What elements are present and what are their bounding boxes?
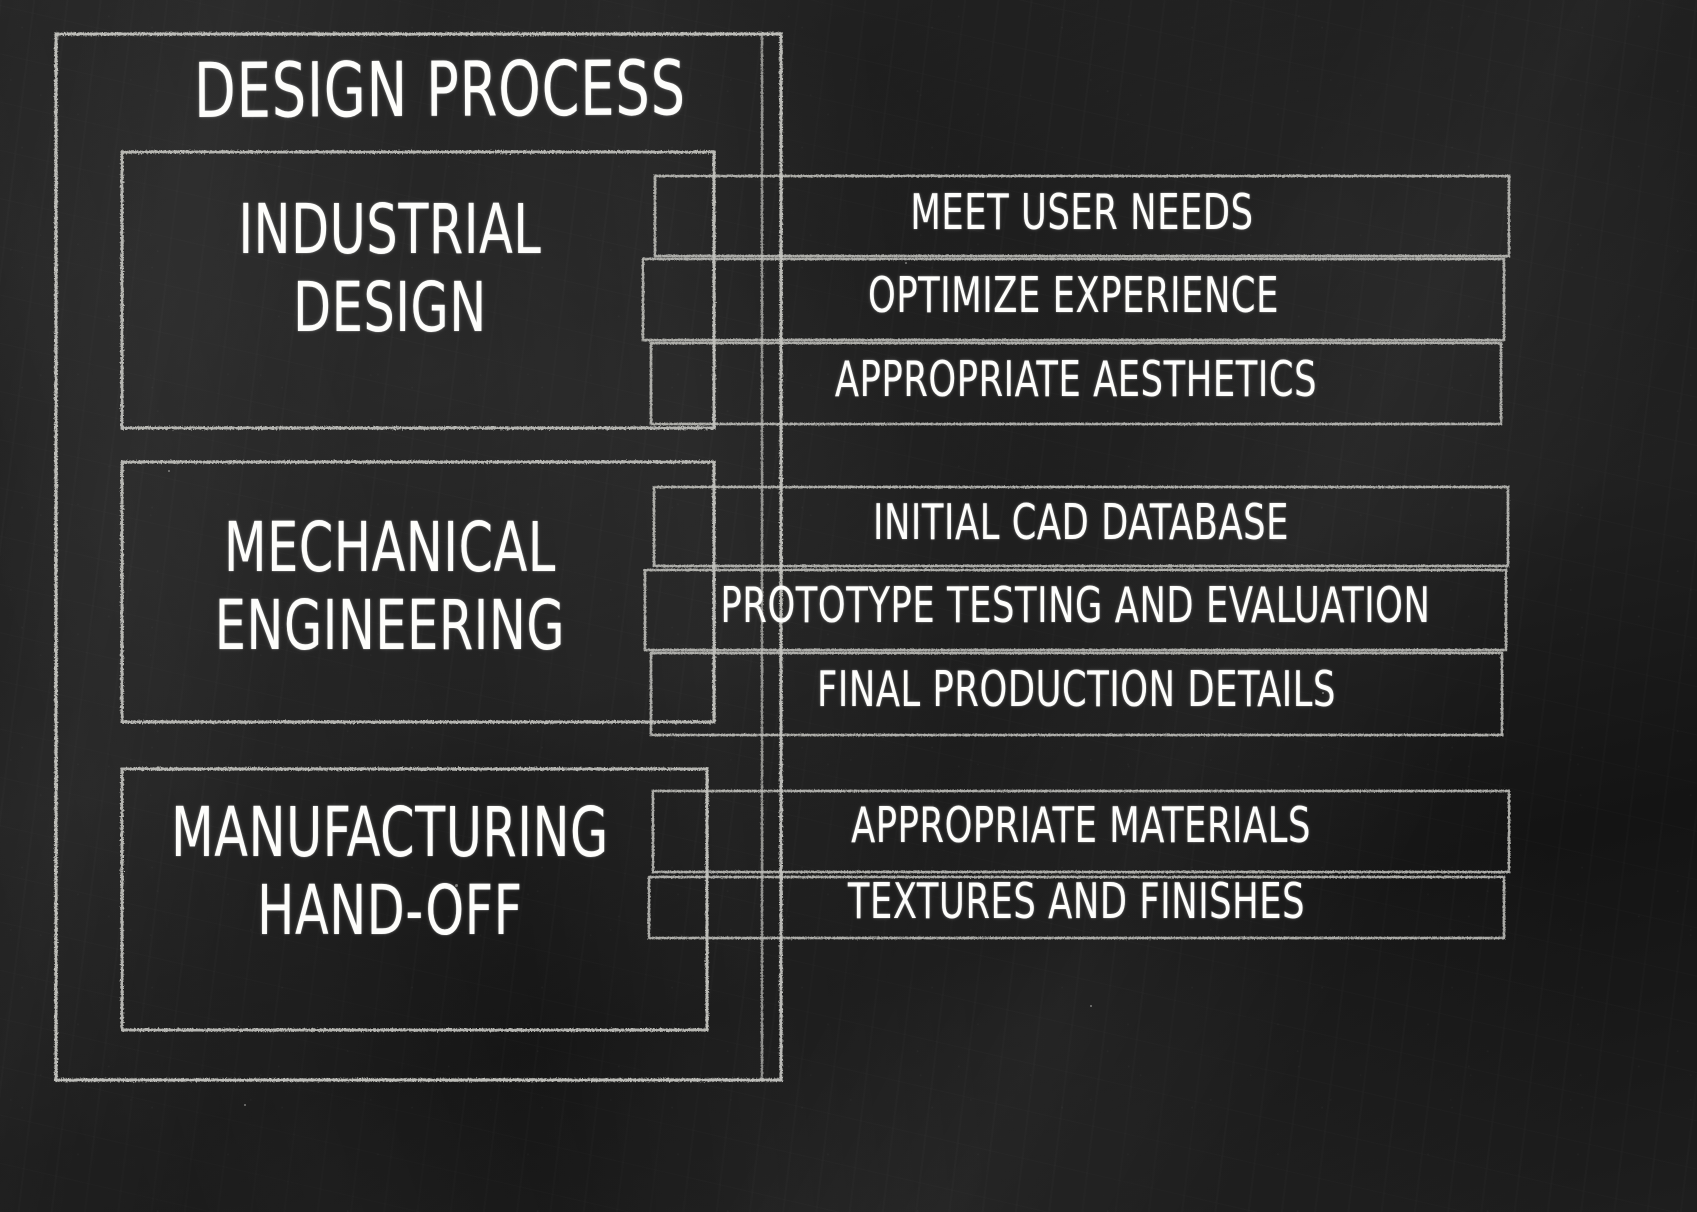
item-appropriate-materials: APPROPRIATE MATERIALS — [851, 797, 1311, 854]
group-label-manufacturing-handoff: MANUFACTURING HAND-OFF — [171, 793, 609, 951]
chalk-fleck — [244, 1104, 246, 1106]
group-label-industrial-design: INDUSTRIAL DESIGN — [238, 190, 542, 348]
item-final-production-details: FINAL PRODUCTION DETAILS — [816, 661, 1336, 718]
item-optimize-experience: OPTIMIZE EXPERIENCE — [867, 267, 1280, 324]
item-textures-and-finishes: TEXTURES AND FINISHES — [847, 873, 1306, 930]
item-prototype-testing-and-evaluation: PROTOTYPE TESTING AND EVALUATION — [720, 577, 1431, 634]
item-initial-cad-database: INITIAL CAD DATABASE — [872, 494, 1290, 551]
group-label-mechanical-engineering: MECHANICAL ENGINEERING — [214, 508, 566, 666]
item-meet-user-needs: MEET USER NEEDS — [910, 184, 1254, 241]
chalk-fleck — [905, 262, 907, 264]
item-appropriate-aesthetics: APPROPRIATE AESTHETICS — [834, 351, 1318, 408]
page-title: DESIGN PROCESS — [193, 43, 687, 136]
chalk-fleck — [1090, 1005, 1092, 1007]
chalk-fleck — [168, 470, 170, 472]
